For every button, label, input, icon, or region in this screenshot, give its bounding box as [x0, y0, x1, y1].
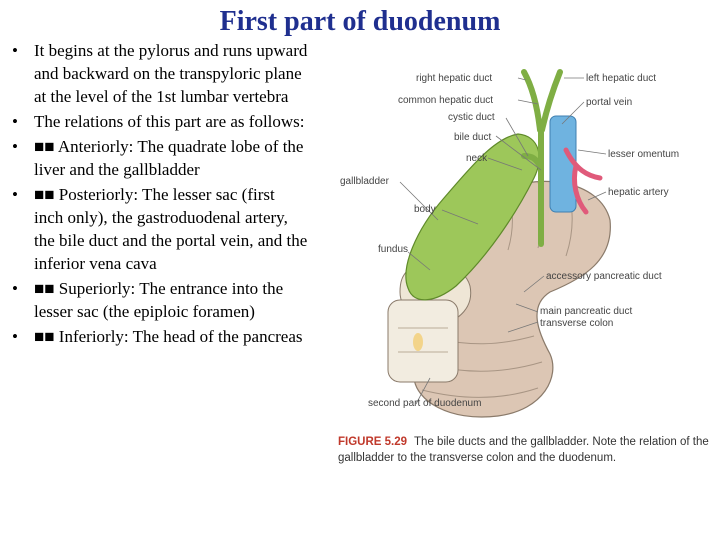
bullet-text: The relations of this part are as follow…: [34, 112, 305, 131]
bullet-list: • It begins at the pylorus and runs upwar…: [8, 39, 308, 350]
slide-title: First part of duodenum: [219, 6, 501, 37]
label-accessory-pancreatic-duct-text: accessory pancreatic duct: [546, 271, 662, 282]
bullet-text: It begins at the pylorus and runs upward…: [34, 41, 308, 106]
bullet-dot: •: [12, 41, 18, 60]
hepatic-artery: [563, 147, 603, 215]
label-fundus: fundus: [378, 244, 408, 255]
bullet-text: ■■ Inferiorly: The head of the pancreas: [34, 327, 303, 346]
bile-duct-illustration: right hepatic duct left hepatic duct com…: [340, 69, 679, 418]
label-cystic-duct: cystic duct: [448, 112, 495, 123]
label-body: body: [414, 204, 436, 215]
bullet-dot: •: [12, 185, 18, 204]
label-main-pancreatic-duct: main pancreatic duct: [540, 306, 632, 317]
bullet-dot: •: [12, 137, 18, 156]
leader-lines: [399, 77, 607, 405]
label-lesser-omentum: lesser omentum: [608, 149, 679, 160]
label-bile-duct: bile duct: [454, 132, 491, 143]
transverse-colon: [387, 299, 459, 383]
label-portal-vein: portal vein: [586, 97, 632, 108]
bullet-dot: •: [12, 112, 18, 131]
figure-caption: FIGURE 5.29 The bile ducts and the gallb…: [338, 434, 710, 466]
anatomy-figure: right hepatic duct left hepatic duct com…: [338, 60, 710, 488]
bullet-item: • ■■ Inferiorly: The head of the pancreas: [8, 325, 308, 348]
bullet-text: ■■ Posteriorly: The lesser sac (first in…: [34, 185, 308, 273]
figure-number: FIGURE 5.29: [338, 436, 408, 448]
label-transverse-colon: transverse colon: [540, 318, 613, 329]
duct-system: [521, 69, 563, 247]
bullet-dot: •: [12, 279, 18, 298]
bullet-item: • ■■ Superiorly: The entrance into the le…: [8, 277, 308, 323]
bullet-item: • It begins at the pylorus and runs upwar…: [8, 39, 308, 108]
gallbladder-shape: [405, 133, 540, 301]
label-neck: neck: [466, 153, 488, 164]
bullet-item: • ■■ Posteriorly: The lesser sac (first i…: [8, 183, 308, 275]
label-common-hepatic-duct: common hepatic duct: [398, 95, 493, 106]
bullet-item: • The relations of this part are as follo…: [8, 110, 308, 133]
colon-blob: [413, 333, 423, 351]
bullet-text: ■■ Anteriorly: The quadrate lobe of the …: [34, 137, 304, 179]
bullet-dot: •: [12, 327, 18, 346]
label-right-hepatic-duct: right hepatic duct: [416, 73, 492, 84]
bullet-text: ■■ Superiorly: The entrance into the les…: [34, 279, 284, 321]
bullet-item: • ■■ Anteriorly: The quadrate lobe of the…: [8, 135, 308, 181]
label-second-part-of-duodenum: second part of duodenum: [368, 398, 481, 409]
label-gallbladder: gallbladder: [340, 176, 390, 187]
label-accessory-pancreatic-duct: accessory pancreatic duct: [546, 271, 662, 282]
label-left-hepatic-duct: left hepatic duct: [586, 73, 656, 84]
figure-caption-text: The bile ducts and the gallbladder. Note…: [338, 436, 709, 464]
label-hepatic-artery: hepatic artery: [608, 187, 669, 198]
